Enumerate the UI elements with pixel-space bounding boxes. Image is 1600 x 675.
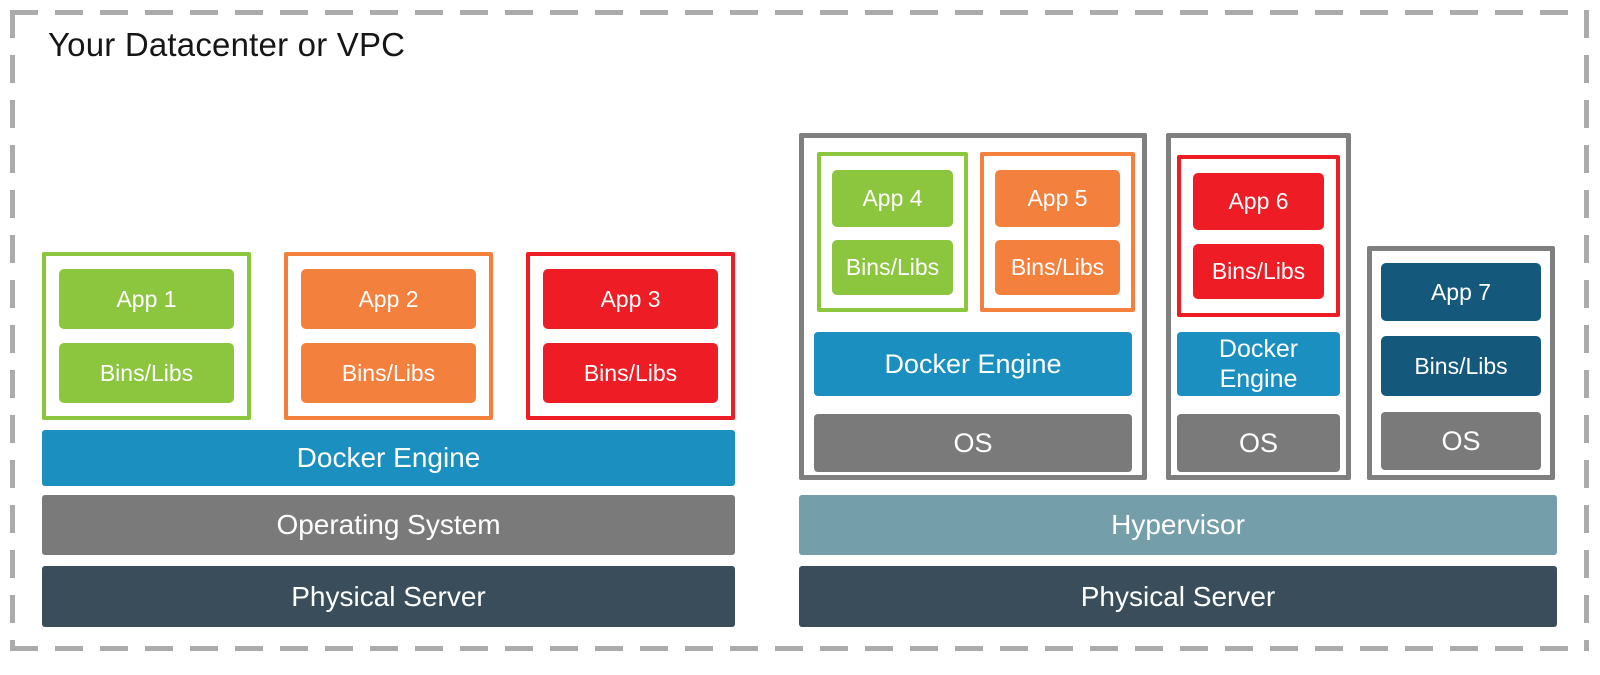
app-4-box: App 4 xyxy=(832,169,953,227)
app-6-box: App 6 xyxy=(1193,173,1324,230)
operating-system-bar: Operating System xyxy=(42,495,735,555)
app-3-box: App 3 xyxy=(543,269,718,329)
app-2-box: App 2 xyxy=(301,269,476,329)
boundary-top-edge xyxy=(10,10,1589,15)
vm-3: App 7 Bins/Libs OS xyxy=(1367,246,1555,480)
app-4-bins-libs-box: Bins/Libs xyxy=(832,239,953,295)
container-app-2: App 2 Bins/Libs xyxy=(284,252,493,420)
app-7-box: App 7 xyxy=(1381,263,1541,321)
container-app-5: App 5 Bins/Libs xyxy=(980,152,1135,312)
docker-engine-bar-left: Docker Engine xyxy=(42,430,735,486)
vm-2: App 6 Bins/Libs Docker Engine OS xyxy=(1166,133,1351,480)
docker-engine-bar-vm2: Docker Engine xyxy=(1177,332,1340,396)
os-bar-vm1: OS xyxy=(814,414,1132,472)
container-app-3: App 3 Bins/Libs xyxy=(526,252,735,420)
docker-engine-bar-vm1: Docker Engine xyxy=(814,332,1132,396)
boundary-right-edge xyxy=(1584,10,1589,651)
boundary-bottom-edge xyxy=(10,646,1589,651)
physical-server-bar-left: Physical Server xyxy=(42,566,735,627)
app-5-box: App 5 xyxy=(995,169,1120,227)
vm-1: App 4 Bins/Libs App 5 Bins/Libs Docker E… xyxy=(799,133,1147,480)
boundary-left-edge xyxy=(10,10,15,651)
hypervisor-bar: Hypervisor xyxy=(799,495,1557,555)
os-bar-vm2: OS xyxy=(1177,414,1340,472)
container-app-6: App 6 Bins/Libs xyxy=(1177,155,1340,317)
app-3-bins-libs-box: Bins/Libs xyxy=(543,343,718,403)
container-app-1: App 1 Bins/Libs xyxy=(42,252,251,420)
app-5-bins-libs-box: Bins/Libs xyxy=(995,239,1120,295)
diagram-title: Your Datacenter or VPC xyxy=(48,26,406,63)
physical-server-bar-right: Physical Server xyxy=(799,566,1557,627)
app-6-bins-libs-box: Bins/Libs xyxy=(1193,244,1324,299)
app-1-bins-libs-box: Bins/Libs xyxy=(59,343,234,403)
app-2-bins-libs-box: Bins/Libs xyxy=(301,343,476,403)
app-7-bins-libs-box: Bins/Libs xyxy=(1381,336,1541,396)
app-1-box: App 1 xyxy=(59,269,234,329)
os-bar-vm3: OS xyxy=(1381,412,1541,470)
container-app-4: App 4 Bins/Libs xyxy=(817,152,968,312)
